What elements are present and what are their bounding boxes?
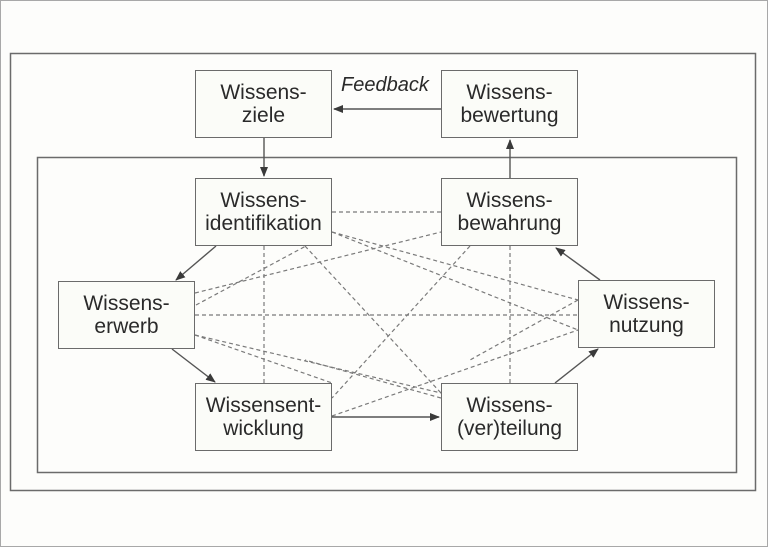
node-label-line2: ziele [241, 104, 286, 127]
node-wissenserwerb: Wissens- erwerb [58, 281, 195, 349]
node-wissensziele: Wissens- ziele [195, 70, 332, 138]
dashed-connector [331, 245, 471, 399]
node-label-line1: Wissens- [220, 189, 307, 212]
feedback-label: Feedback [341, 74, 429, 96]
node-label-line2: wicklung [223, 417, 304, 440]
node-wissensentwicklung: Wissensent- wicklung [195, 383, 332, 451]
node-label-line1: Wissens- [603, 291, 690, 314]
dashed-connector [331, 329, 579, 417]
dashed-connector [304, 245, 442, 394]
arrow-verteilung-to-nutzung [554, 348, 599, 384]
dashed-connector [331, 231, 579, 301]
dashed-connector [194, 334, 333, 384]
node-label-line2: (ver)teilung [456, 417, 563, 440]
node-wissensnutzung: Wissens- nutzung [578, 280, 715, 348]
node-label-line1: Wissens- [83, 292, 170, 315]
node-label-line1: Wissensent- [205, 394, 322, 417]
node-wissensbewahrung: Wissens- bewahrung [441, 178, 578, 246]
dashed-connector [304, 359, 442, 399]
inner-frame [36, 156, 738, 474]
node-label-line2: bewertung [460, 104, 559, 127]
arrow-nutzung-to-bewahrung [555, 247, 601, 281]
node-label-line2: identifikation [205, 212, 322, 235]
node-wissensidentifikation: Wissens- identifikation [195, 178, 332, 246]
node-label-line2: bewahrung [457, 212, 562, 235]
node-label-line1: Wissens- [466, 189, 553, 212]
node-label-line1: Wissens- [466, 394, 553, 417]
dashed-connector [194, 231, 442, 294]
outer-frame [9, 52, 757, 492]
node-wissensbewertung: Wissens- bewertung [441, 70, 578, 138]
node-label-line1: Wissens- [220, 81, 307, 104]
arrow-identifikation-to-erwerb [175, 245, 217, 281]
node-label-line1: Wissens- [466, 81, 553, 104]
node-label-line2: nutzung [609, 314, 684, 337]
node-wissensverteilung: Wissens- (ver)teilung [441, 383, 578, 451]
node-label-line2: erwerb [94, 315, 159, 338]
arrow-erwerb-to-entwicklung [171, 348, 216, 383]
